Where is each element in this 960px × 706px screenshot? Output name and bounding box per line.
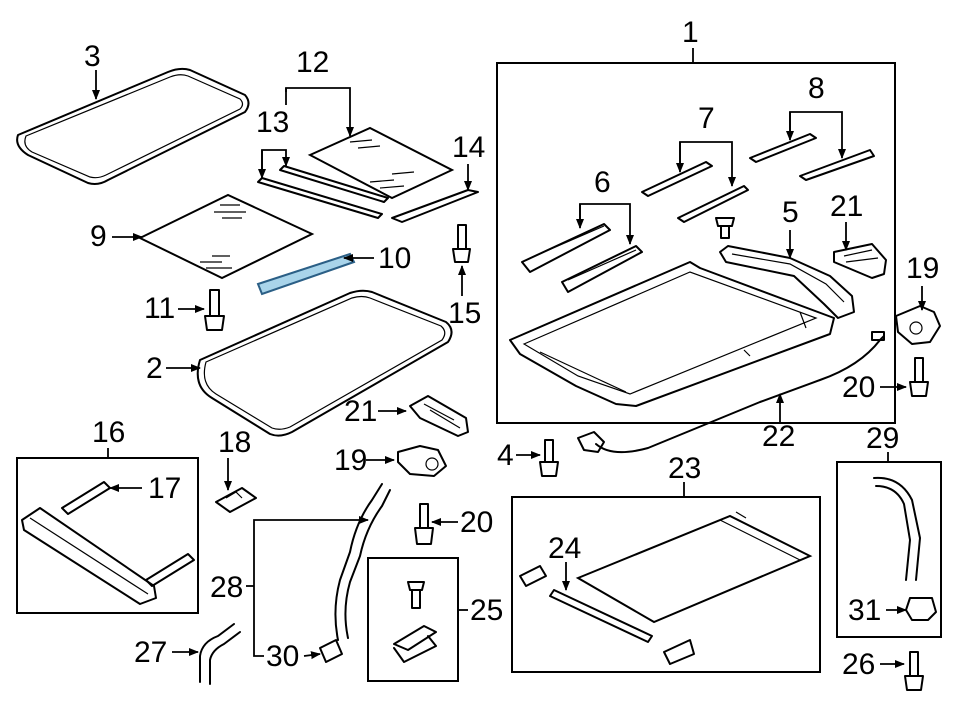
guides-part-7[interactable] <box>641 161 749 223</box>
guide-strip-part-24[interactable] <box>549 589 653 643</box>
callout-6: 6 <box>594 166 611 199</box>
bolt-part-20-right[interactable] <box>909 357 929 397</box>
callout-7: 7 <box>698 102 715 135</box>
callout-15: 15 <box>448 297 481 330</box>
callout-23: 23 <box>668 452 701 485</box>
callout-20-right: 20 <box>842 371 875 404</box>
seal-strips-part-13[interactable] <box>257 165 389 219</box>
rails-part-6[interactable] <box>521 223 643 293</box>
bracket-part-21-lower[interactable] <box>409 395 469 437</box>
bolt-part-26[interactable] <box>904 651 924 691</box>
callout-19-upper: 19 <box>906 252 939 285</box>
seal-strip-part-14[interactable] <box>391 189 479 223</box>
side-rail-part-5[interactable] <box>719 245 855 319</box>
bolt-part-15[interactable] <box>452 224 471 263</box>
callout-30: 30 <box>266 640 299 673</box>
connector-part-31[interactable] <box>905 597 937 621</box>
callout-25: 25 <box>470 594 503 627</box>
callout-14: 14 <box>452 131 485 164</box>
bolt-part-20-middle[interactable] <box>414 503 434 545</box>
bolt-part-4[interactable] <box>539 439 559 477</box>
callout-16: 16 <box>92 416 125 449</box>
callout-24: 24 <box>548 532 581 565</box>
hose-end-part-30[interactable] <box>319 639 343 663</box>
pad-part-18[interactable] <box>215 487 257 513</box>
rear-glass-part-12[interactable] <box>307 126 455 200</box>
callout-26: 26 <box>842 648 875 681</box>
callout-21-upper: 21 <box>830 190 863 223</box>
callout-4: 4 <box>497 439 514 472</box>
callout-27: 27 <box>134 636 167 669</box>
sunroof-frame[interactable] <box>509 261 835 407</box>
hose-part-27[interactable] <box>199 623 241 685</box>
bolt-box1[interactable] <box>715 217 735 239</box>
callout-31: 31 <box>848 594 881 627</box>
callout-21-lower: 21 <box>344 395 377 428</box>
frame-seal-part-2[interactable] <box>196 289 453 437</box>
bolt-part-11[interactable] <box>204 289 225 331</box>
sunshade-part-16[interactable] <box>21 507 157 605</box>
callout-19-lower: 19 <box>334 444 367 477</box>
drain-hose-box <box>836 461 942 638</box>
callout-10: 10 <box>378 242 411 275</box>
callout-22: 22 <box>762 420 795 453</box>
glass-seal-part-3[interactable] <box>16 67 250 185</box>
bracket-part-21-upper[interactable] <box>833 243 887 279</box>
shade-assembly-part-23[interactable] <box>519 511 813 665</box>
callout-8: 8 <box>808 72 825 105</box>
callout-29: 29 <box>866 422 899 455</box>
callout-17: 17 <box>148 472 181 505</box>
guides-part-8[interactable] <box>749 133 875 181</box>
callout-18: 18 <box>218 426 251 459</box>
front-glass-part-9[interactable] <box>137 193 315 280</box>
cable-part-22[interactable] <box>577 331 885 454</box>
bracket-kit-box <box>367 557 459 682</box>
shade-assembly-box <box>511 496 821 673</box>
callout-9: 9 <box>90 220 107 253</box>
callout-11: 11 <box>144 292 175 325</box>
callout-1: 1 <box>682 16 699 49</box>
callout-20-middle: 20 <box>460 506 493 539</box>
sunroof-assembly-box <box>496 62 896 424</box>
callout-2: 2 <box>146 352 163 385</box>
drain-hose-part-29[interactable] <box>873 476 921 581</box>
callout-3: 3 <box>84 40 101 73</box>
deflector-strip-part-10[interactable] <box>256 252 356 296</box>
kit-part-25[interactable] <box>393 581 437 663</box>
callout-28: 28 <box>210 571 243 604</box>
motor-part-19-lower[interactable] <box>397 445 447 477</box>
callout-13: 13 <box>256 106 289 139</box>
callout-12: 12 <box>296 46 329 79</box>
hose-part-28[interactable] <box>334 483 391 641</box>
motor-part-19-upper[interactable] <box>895 305 941 345</box>
callout-5: 5 <box>782 196 799 229</box>
